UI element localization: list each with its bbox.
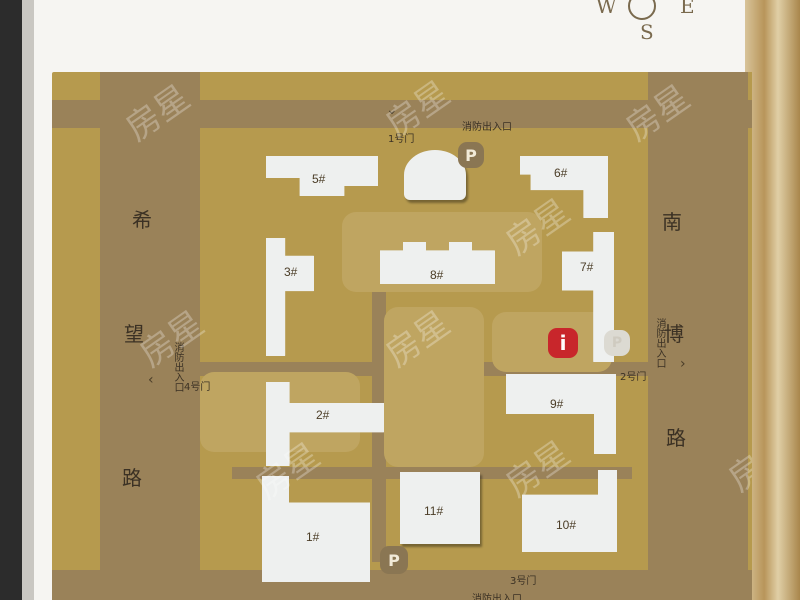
device-edge xyxy=(22,0,34,600)
parking-icon-east: P xyxy=(604,330,630,356)
gate-2-label: 2号门 xyxy=(620,372,647,383)
label-building-11: 11# xyxy=(424,504,444,518)
gate-1-fire-exit: 消防出入口 xyxy=(462,122,512,133)
label-building-1: 1# xyxy=(306,530,320,544)
label-building-7: 7# xyxy=(580,260,594,274)
street-east-char-1: 南 xyxy=(662,210,682,234)
board-frame xyxy=(745,0,800,600)
street-west-char-2: 望 xyxy=(124,322,144,346)
street-west-char-3: 路 xyxy=(122,466,142,490)
device-bezel xyxy=(0,0,22,600)
label-building-8: 8# xyxy=(430,268,444,282)
gate-4-fire-exit: 消防出入口 xyxy=(172,342,183,392)
compass-south: S xyxy=(640,20,654,44)
street-east-char-3: 路 xyxy=(666,426,686,450)
gate-1-label: 1号门 xyxy=(388,134,415,145)
compass-west: W xyxy=(596,0,617,18)
building-3 xyxy=(266,238,314,356)
gate-2-chevron-icon: › xyxy=(680,356,686,372)
building-11 xyxy=(400,472,480,544)
street-west-char-1: 希 xyxy=(132,208,152,232)
road-west xyxy=(100,72,200,600)
site-map: 5# 6# 8# 3# 7# 2# 9# 1# 11# 10# 希 望 路 南 … xyxy=(52,72,752,600)
label-building-6: 6# xyxy=(554,166,568,180)
watermark: 房星 xyxy=(378,73,458,146)
road-south xyxy=(52,570,752,600)
parking-icon-south: P xyxy=(380,546,408,574)
label-building-9: 9# xyxy=(550,397,564,411)
road-north xyxy=(52,100,752,128)
gate-4-chevron-icon: ‹ xyxy=(148,372,154,388)
gate-4-label: 4号门 xyxy=(184,382,211,393)
plaza-center xyxy=(384,307,484,467)
building-clubhouse xyxy=(404,150,466,200)
info-icon: i xyxy=(548,328,578,358)
gate-2-fire-exit: 消防出入口 xyxy=(654,318,665,368)
road-east xyxy=(648,72,748,600)
label-building-3: 3# xyxy=(284,265,298,279)
gate-3-fire-exit: 消防出入口 xyxy=(472,594,522,600)
label-building-2: 2# xyxy=(316,408,330,422)
street-east-char-2: 博 xyxy=(664,322,684,346)
compass-east: E xyxy=(680,0,695,18)
watermark: 房星 xyxy=(498,433,578,506)
gate-3-label: 3号门 xyxy=(510,576,537,587)
compass-ring-icon xyxy=(628,0,656,20)
label-building-10: 10# xyxy=(556,518,577,532)
parking-icon-north: P xyxy=(458,142,484,168)
gate-1-chevron-icon: ⌄ xyxy=(386,102,398,118)
label-building-5: 5# xyxy=(312,172,326,186)
